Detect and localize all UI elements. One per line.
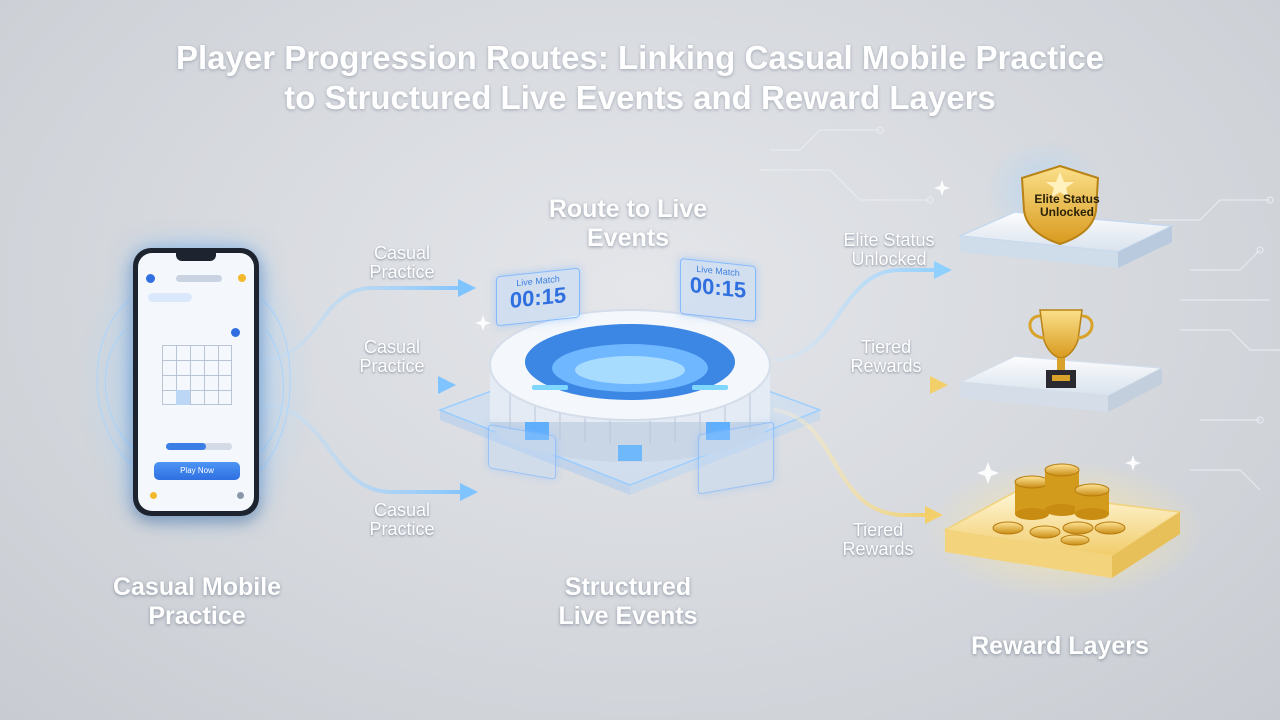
- sparkles: [475, 180, 1141, 484]
- coin-icon: [150, 492, 157, 499]
- right-flows: [773, 268, 937, 517]
- arrowhead-icon: [438, 376, 456, 394]
- coin-icon: [238, 274, 246, 282]
- left-flows: [263, 286, 464, 494]
- title-line-2: to Structured Live Events and Reward Lay…: [284, 79, 996, 116]
- coin-stack-icon: [992, 463, 1126, 546]
- left-arrowheads: [438, 279, 478, 501]
- title-line-1: Player Progression Routes: Linking Casua…: [176, 39, 1104, 76]
- back-icon: [146, 274, 155, 283]
- trophy-icon: [1028, 309, 1094, 388]
- reward-tier-2: [957, 309, 1165, 412]
- stadium-icon: [489, 309, 771, 462]
- section-live-label: Structured Live Events: [558, 573, 698, 630]
- play-now-button: Play Now: [154, 462, 240, 480]
- flow-label-tiered-2: Tiered Rewards: [842, 520, 914, 559]
- phone-swirl: [96, 299, 291, 471]
- settings-icon: [237, 492, 244, 499]
- page-title: Player Progression Routes: Linking Casua…: [0, 38, 1280, 118]
- flow-to-elite: [773, 268, 937, 362]
- shield-icon: [1020, 164, 1100, 246]
- arrowhead-icon: [458, 279, 476, 297]
- phone-mockup: Play Now: [133, 248, 259, 516]
- flow-label-2: Casual Practice: [359, 337, 425, 376]
- section-rewards-label: Reward Layers: [971, 632, 1149, 660]
- right-arrowheads: [925, 261, 952, 524]
- progress-bar: [166, 443, 232, 450]
- arrowhead-icon: [460, 483, 478, 501]
- flow-top: [263, 286, 462, 362]
- shield-label: Elite Status Unlocked: [1034, 192, 1100, 219]
- phone-notch: [176, 253, 216, 261]
- section-mobile-label: Casual Mobile Practice: [112, 573, 282, 630]
- flow-to-coins: [773, 408, 927, 517]
- flow-label-tiered-1: Tiered Rewards: [850, 337, 922, 376]
- flow-label-elite: Elite Status Unlocked: [843, 230, 935, 269]
- arrowhead-icon: [930, 376, 948, 394]
- arrowhead-icon: [934, 261, 952, 279]
- reward-tier-1: [957, 140, 1175, 268]
- circuit-lines: [760, 126, 1280, 491]
- flow-label-1: Casual Practice: [369, 243, 435, 282]
- header-pill: [176, 275, 222, 282]
- grid-highlight: [176, 390, 190, 405]
- puzzle-grid: [162, 345, 232, 405]
- reward-tier-3: [925, 460, 1205, 600]
- help-icon: [231, 328, 240, 337]
- scoreboard-right: Live Match 00:15: [680, 258, 756, 322]
- tab-active: [148, 293, 192, 302]
- phone-screen: Play Now: [138, 253, 254, 511]
- scoreboard-left: Live Match 00:15: [496, 267, 580, 327]
- flow-bottom: [263, 403, 464, 494]
- scoreboard-time: 00:15: [689, 272, 747, 303]
- flow-label-3: Casual Practice: [369, 500, 435, 539]
- route-label: Route to Live Events: [548, 195, 708, 252]
